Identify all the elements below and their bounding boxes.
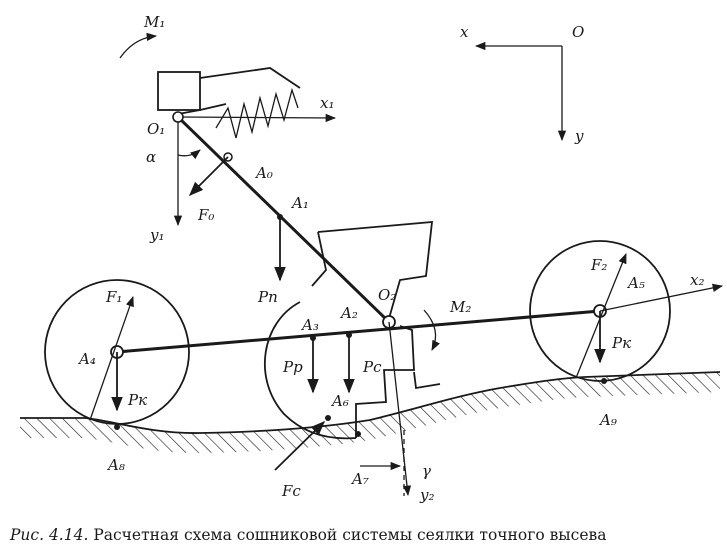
label-y: y	[574, 127, 584, 145]
label-O1: O₁	[147, 120, 165, 138]
label-y2: y₂	[419, 486, 435, 504]
label-A0: A₀	[254, 164, 273, 182]
label-O2: O₂	[378, 286, 396, 304]
moment-M2-arrow	[423, 309, 440, 351]
label-Pp: Pр	[282, 358, 303, 376]
moment-M1-arrow	[119, 32, 158, 59]
figure-caption: Рис. 4.14. Расчетная схема сошниковой си…	[10, 526, 722, 544]
label-Pn: Pп	[257, 288, 278, 306]
spring	[215, 87, 299, 139]
label-A5: A₅	[626, 274, 645, 292]
label-F2: F₂	[590, 256, 607, 274]
caption-text: Расчетная схема сошниковой системы сеялк…	[93, 526, 607, 544]
label-Fc: Fс	[281, 482, 301, 500]
label-F1: F₁	[105, 288, 122, 306]
label-M2: M₂	[449, 298, 471, 316]
coulter-body	[264, 221, 441, 440]
label-A4: A₄	[77, 350, 96, 368]
label-A6: A₆	[330, 392, 349, 410]
label-y1: y₁	[149, 226, 165, 244]
label-A7: A₇	[350, 470, 369, 488]
upper-bracket	[157, 67, 301, 139]
label-Pk-left: Pк	[127, 391, 147, 409]
seeder-coulter-diagram: x O y M₁ x₁ y₁ O₁ α A₀ F₀ A₁ Pп O₂ M₂	[20, 13, 724, 504]
upper-link	[176, 115, 391, 324]
pivot-O1	[172, 111, 184, 123]
label-Pc: Pс	[362, 358, 382, 376]
right-wheel	[529, 240, 671, 382]
label-M1: M₁	[143, 13, 165, 31]
caption-number: Рис. 4.14.	[10, 526, 89, 544]
global-axes	[474, 41, 567, 142]
label-alpha: α	[146, 148, 156, 166]
label-A2: A₂	[339, 304, 358, 322]
label-A3: A₃	[300, 316, 319, 334]
label-A8: A₈	[106, 456, 125, 474]
label-x1: x₁	[320, 94, 334, 112]
label-Pk-right: Pк	[611, 334, 631, 352]
label-F0: F₀	[197, 206, 214, 224]
ground	[20, 371, 721, 454]
label-O: O	[572, 23, 584, 41]
frame-beam	[116, 309, 601, 354]
label-A1: A₁	[290, 194, 309, 212]
label-x2: x₂	[690, 271, 704, 289]
label-gamma: γ	[422, 462, 431, 480]
label-A9: A₉	[598, 411, 617, 429]
label-x: x	[460, 23, 469, 41]
